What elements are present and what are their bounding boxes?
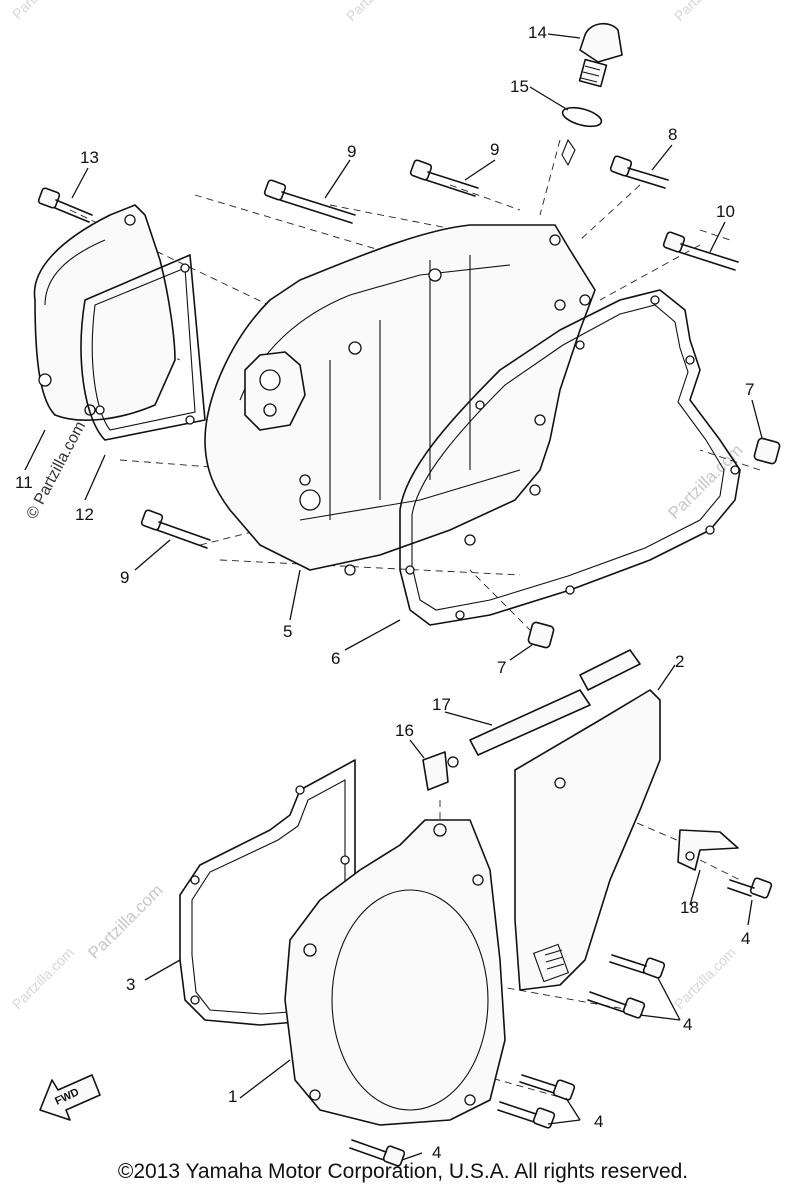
bolt-4-right-top: [727, 877, 773, 899]
callout-18: 18: [680, 898, 699, 917]
callout-10: 10: [716, 202, 735, 221]
bolt-4-mid-a: [609, 954, 666, 979]
bolt-8: [609, 155, 669, 189]
bolt-9-center: [409, 159, 479, 197]
bolt-9-left: [263, 179, 356, 224]
watermark-corner-tl: Partzilla.com: [9, 0, 77, 22]
part-14-filler-cap: [578, 22, 623, 88]
callout-4-bottom: 4: [432, 1143, 441, 1162]
callout-9-top-left: 9: [347, 142, 356, 161]
part-17-breather-hose: [469, 649, 641, 756]
callout-11: 11: [15, 473, 33, 492]
watermark-corner-br: Partzilla.com: [671, 944, 739, 1012]
callout-labels: 14 15 13 9 9 8 10 7 11 12 9 5 6 7 2 17 1…: [15, 23, 754, 1162]
callout-16: 16: [395, 721, 414, 740]
callout-8: 8: [668, 125, 677, 144]
part-6-crankcase-gasket: [399, 289, 741, 626]
part-2-sprocket-cover: [514, 689, 661, 991]
callout-9-lower: 9: [120, 568, 129, 587]
part-18-clamp: [677, 829, 739, 871]
part-12-left-gasket: [80, 254, 206, 441]
bolt-4-lower-b: [497, 1101, 556, 1129]
callout-1: 1: [228, 1087, 237, 1106]
watermark-corner-bl: Partzilla.com: [9, 944, 77, 1012]
watermark-corner-tc: Partzilla.com: [343, 0, 411, 24]
part-11-left-cover: [33, 204, 176, 421]
dowel-pin-7-upper: [753, 437, 781, 465]
bolt-4-mid-b: [587, 991, 646, 1019]
watermark-corner-tr: Partzilla.com: [671, 0, 739, 24]
callout-7-lower: 7: [497, 658, 506, 677]
callout-13: 13: [80, 148, 99, 167]
bolt-13: [37, 187, 93, 223]
callout-12: 12: [75, 505, 94, 524]
bolt-9-lower: [140, 509, 211, 549]
part-15-o-ring: [561, 106, 603, 167]
part-5-crankcase-cover: [204, 224, 596, 576]
bolt-10: [662, 231, 739, 271]
callout-4-mid: 4: [683, 1015, 692, 1034]
callout-17: 17: [432, 695, 451, 714]
callout-5: 5: [283, 622, 292, 641]
callout-4-right-top: 4: [741, 929, 750, 948]
watermark-mid-left: Partzilla.com: [84, 881, 166, 963]
leader-lines: [24, 33, 763, 1161]
callout-7-upper: 7: [745, 380, 754, 399]
part-1-generator-cover: [284, 819, 506, 1126]
callout-14: 14: [528, 23, 547, 42]
fwd-direction-marker: FWD: [39, 1074, 101, 1121]
bolt-4-bottom-left: [349, 1139, 406, 1167]
callout-15: 15: [510, 77, 529, 96]
bolt-4-lower-a: [519, 1074, 576, 1101]
copyright-notice: ©2013 Yamaha Motor Corporation, U.S.A. A…: [117, 1160, 689, 1183]
callout-9-top-center: 9: [490, 140, 499, 159]
dowel-pin-7-lower: [527, 621, 555, 649]
part-16-fitting: [422, 751, 459, 791]
callout-4-lower: 4: [594, 1112, 603, 1131]
watermark-right: Partzilla.com: [664, 441, 746, 523]
callout-6: 6: [331, 649, 340, 668]
callout-3: 3: [126, 975, 135, 994]
callout-2: 2: [675, 652, 684, 671]
